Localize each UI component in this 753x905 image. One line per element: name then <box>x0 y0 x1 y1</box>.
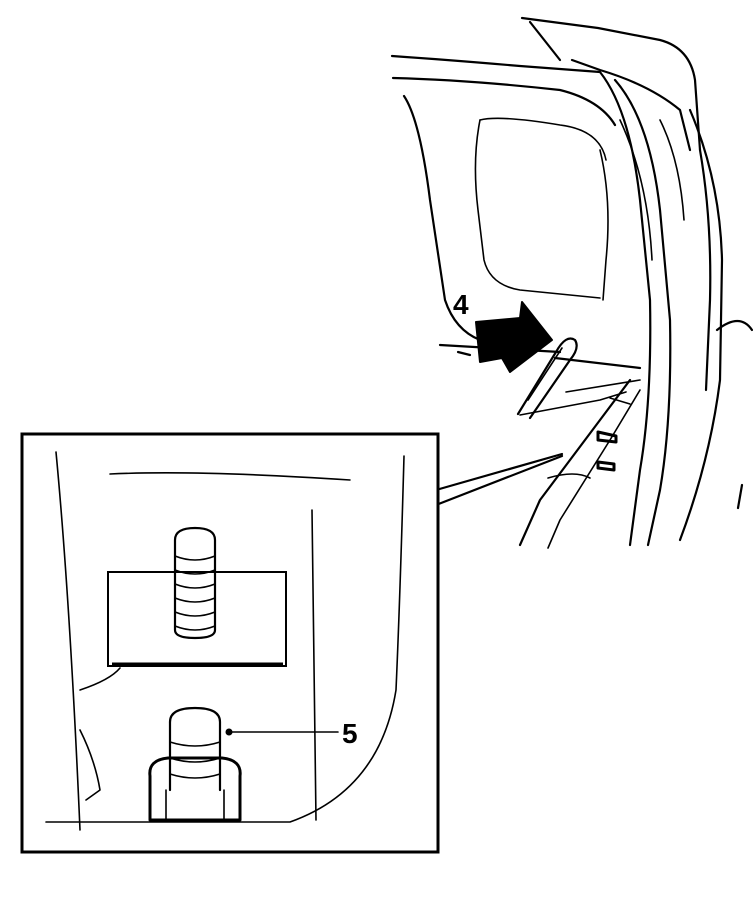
callout-step-4: 4 <box>453 289 469 320</box>
upper-stud <box>107 526 287 667</box>
lower-stud-with-nut <box>148 706 339 822</box>
door-panel-assembly <box>390 16 753 549</box>
retaining-clip <box>516 337 578 420</box>
pull-direction-arrow <box>475 301 553 373</box>
detail-inset: 5 <box>20 432 440 854</box>
callout-step-5: 5 <box>342 718 358 749</box>
detail-leader-lines <box>434 452 564 507</box>
